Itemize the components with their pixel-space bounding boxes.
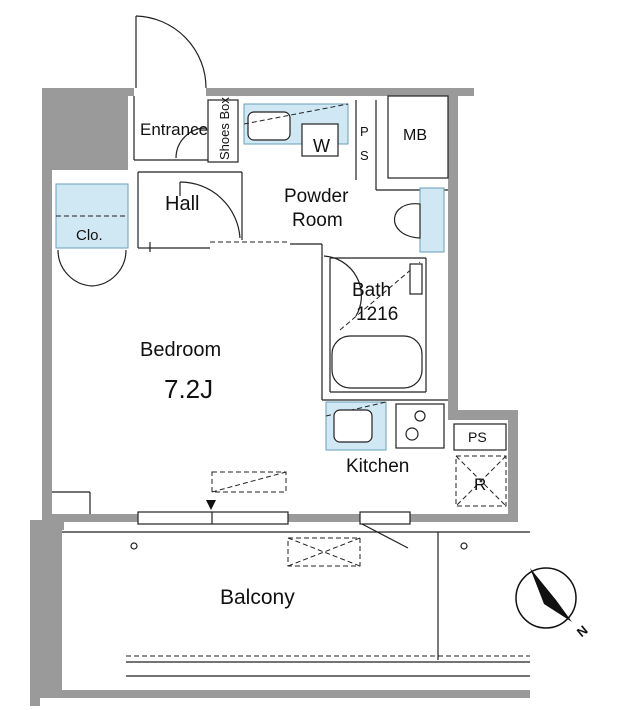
label-balcony: Balcony — [220, 586, 295, 609]
windows — [137, 471, 411, 567]
label-bath-2: 1216 — [356, 304, 398, 325]
right-wall-lower — [508, 410, 518, 522]
washbasin — [247, 111, 291, 141]
label-bedroom-size: 7.2J — [164, 374, 213, 404]
right-wall-step — [448, 410, 518, 420]
kitchen-sink — [333, 409, 373, 443]
drain-icon — [130, 542, 138, 550]
label-ps-top-2: S — [360, 148, 369, 163]
toilet — [393, 203, 421, 239]
balcony-wall-left — [30, 530, 40, 706]
label-kitchen: Kitchen — [346, 456, 409, 477]
label-ps-kitchen: PS — [468, 429, 487, 445]
bottom-wall-right — [410, 514, 518, 522]
label-hall: Hall — [165, 193, 199, 215]
sash-marker-icon — [206, 500, 216, 510]
label-compass-north: N — [574, 622, 591, 640]
label-closet: Clo. — [76, 227, 103, 244]
label-washer: W — [313, 136, 330, 156]
walls — [30, 88, 530, 706]
drain-icon — [460, 542, 468, 550]
right-wall-upper — [448, 88, 458, 418]
label-bedroom: Bedroom — [140, 339, 221, 361]
bottom-wall-mid — [288, 514, 360, 522]
balcony-side-panel — [40, 520, 62, 692]
stove-burner — [405, 427, 419, 441]
label-ps-top-1: P — [360, 124, 369, 139]
bottom-wall-left — [42, 514, 138, 522]
label-mb: MB — [403, 127, 427, 144]
label-refrigerator: R — [474, 475, 486, 494]
doors — [57, 15, 363, 317]
room-labels: Entrance Shoes Box W P S MB Hall Powder … — [76, 97, 591, 640]
compass-needle-icon — [530, 568, 572, 622]
top-wall-left — [42, 88, 134, 96]
pillar — [52, 96, 128, 170]
label-powder-room-2: Room — [292, 210, 343, 231]
left-wall — [42, 88, 52, 520]
aircon-outline — [211, 471, 287, 493]
balcony — [62, 531, 530, 677]
washer-pan — [301, 123, 339, 157]
bathtub — [331, 335, 423, 389]
balcony-wall-bottom — [30, 690, 530, 698]
compass-ring — [515, 567, 577, 629]
label-entrance: Entrance — [140, 120, 208, 139]
label-bath-1: Bath — [352, 280, 391, 301]
outdoor-unit — [287, 537, 361, 567]
top-wall-right — [206, 88, 474, 96]
compass — [515, 567, 577, 629]
fixtures — [243, 103, 426, 443]
label-shoes-box: Shoes Box — [217, 97, 232, 160]
label-powder-room-1: Powder — [284, 186, 349, 207]
stove-burner — [414, 410, 426, 422]
